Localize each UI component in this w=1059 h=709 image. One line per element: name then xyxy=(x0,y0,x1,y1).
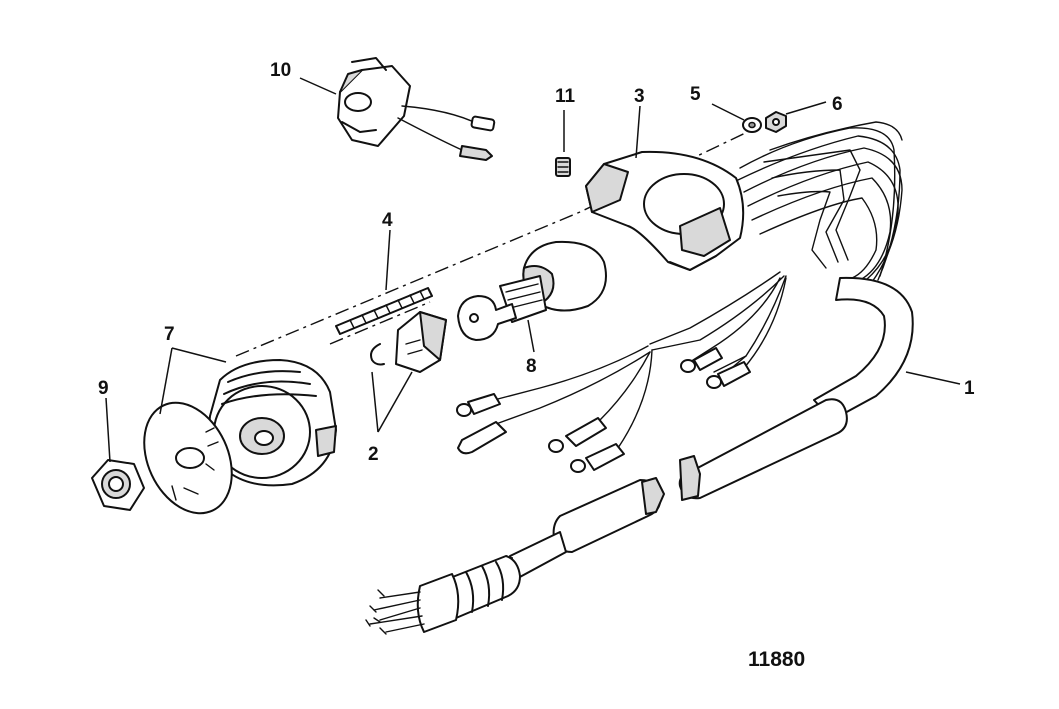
part-1-wiring-harness xyxy=(365,121,914,635)
part-7-mounting-housing xyxy=(208,359,337,487)
callout-7: 7 xyxy=(164,324,175,345)
callout-8: 8 xyxy=(526,356,537,377)
leader-lines xyxy=(105,77,961,463)
part-5-washer xyxy=(742,117,762,133)
part-6-nut xyxy=(765,111,787,133)
part-11-screw xyxy=(555,157,571,177)
ring-terminal-lead-c xyxy=(548,351,651,453)
part-7-instruction-plate xyxy=(143,401,233,515)
callout-10: 10 xyxy=(270,60,291,81)
callout-2: 2 xyxy=(368,444,379,465)
assembly-centerlines xyxy=(235,125,761,357)
ring-terminal-lead-e xyxy=(680,347,747,373)
callout-1: 1 xyxy=(964,378,975,399)
callout-11: 11 xyxy=(555,86,576,107)
callout-6: 6 xyxy=(832,94,843,115)
part-2-cover-and-clip xyxy=(370,311,447,373)
ring-terminal-lead-b xyxy=(457,351,651,455)
ring-terminal-lead-a xyxy=(456,345,649,417)
ring-terminal-lead-f xyxy=(706,277,787,389)
ring-terminal-lead-d xyxy=(570,349,653,473)
part-10-switch-with-leads xyxy=(337,57,496,161)
part-3-bracket xyxy=(585,150,745,271)
callout-4: 4 xyxy=(382,210,393,231)
figure-number: 11880 xyxy=(748,648,805,671)
part-9-hex-nut xyxy=(91,459,145,511)
callout-labels: 10 11 3 5 6 4 7 9 2 8 1 xyxy=(98,60,975,465)
part-4-threaded-rod xyxy=(335,287,433,335)
callout-9: 9 xyxy=(98,378,109,399)
part-8-ignition-switch xyxy=(457,240,607,341)
callout-5: 5 xyxy=(690,84,701,105)
callout-3: 3 xyxy=(634,86,645,107)
